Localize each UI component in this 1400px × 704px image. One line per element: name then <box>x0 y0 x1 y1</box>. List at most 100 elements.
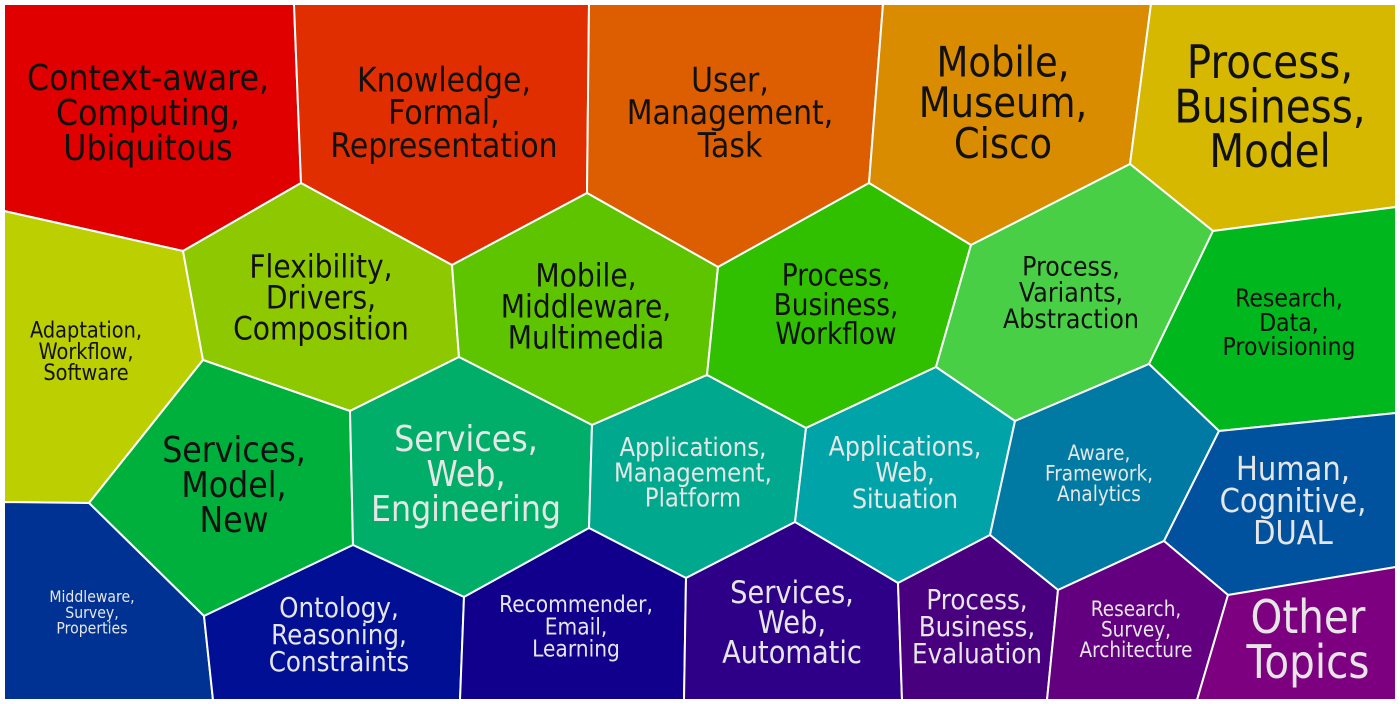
cell-process-variants: Process,Variants,Abstraction <box>935 163 1214 422</box>
cell-label: Process,Business,Model <box>1174 37 1365 179</box>
cell-region <box>1196 566 1397 701</box>
cell-label-line: Representation <box>330 125 557 165</box>
cell-label-line: Process, <box>1022 250 1120 282</box>
cell-label-line: Context-aware, <box>27 57 269 98</box>
cell-label-line: Analytics <box>1057 482 1141 506</box>
cell-label-line: Museum, <box>919 79 1087 128</box>
cell-label-line: Model, <box>181 464 286 505</box>
cell-label-line: Research, <box>1235 283 1343 313</box>
cell-label-line: DUAL <box>1253 514 1333 552</box>
cell-label: Context-aware,Computing,Ubiquitous <box>27 57 269 168</box>
cell-label-line: Model <box>1209 126 1330 179</box>
cell-label: Aware,Framework,Analytics <box>1045 441 1153 506</box>
cell-label-line: Mobile, <box>535 258 636 295</box>
cell-label-line: Process, <box>782 258 891 293</box>
cell-knowledge: Knowledge,Formal,Representation <box>293 3 590 266</box>
cell-label: Mobile,Museum,Cisco <box>919 38 1087 168</box>
cell-label: Services,Model,New <box>162 429 306 540</box>
cell-label-line: Process, <box>926 585 1027 617</box>
cell-label-line: Evaluation <box>912 639 1042 671</box>
cell-research-data: Research,Data,Provisioning <box>1148 206 1397 432</box>
cell-label: Services,Web,Automatic <box>722 574 862 670</box>
cell-label: Research,Data,Provisioning <box>1223 283 1356 361</box>
cell-label-line: Middleware, <box>501 289 671 326</box>
cell-label: Applications,Management,Platform <box>614 432 772 513</box>
cell-label-line: Framework, <box>1045 461 1153 485</box>
cell-label-line: Software <box>43 360 128 385</box>
cell-label-line: Management, <box>614 457 772 488</box>
cell-label-line: Formal, <box>388 92 499 132</box>
cell-human-cognitive: Human,Cognitive,DUAL <box>1163 412 1397 596</box>
cell-process-evaluation: Process,Business,Evaluation <box>897 534 1059 701</box>
cell-label-line: Computing, <box>56 92 240 133</box>
cell-label-line: Other <box>1251 592 1366 645</box>
cell-adaptation: Adaptation,Workflow,Software <box>3 210 204 504</box>
cell-applications-management: Applications,Management,Platform <box>588 374 807 579</box>
cell-label: Ontology,Reasoning,Constraints <box>269 593 410 679</box>
cell-label-line: Engineering <box>371 488 561 529</box>
cell-label-line: Mobile, <box>937 38 1070 87</box>
cell-label-line: Survey, <box>1101 617 1171 641</box>
cell-label-line: Provisioning <box>1223 332 1356 362</box>
cell-process-workflow: Process,Business,Workflow <box>706 182 972 429</box>
cell-user: User,Management,Task <box>586 3 884 268</box>
cell-label: Middleware,Survey,Properties <box>49 587 134 637</box>
cell-services-automatic: Services,Web,Automatic <box>683 521 903 701</box>
cell-label-line: Platform <box>645 482 741 513</box>
cell-flexibility: Flexibility,Drivers,Composition <box>182 182 460 412</box>
cell-label-line: Business, <box>774 287 899 322</box>
cell-label-line: Flexibility, <box>249 249 392 286</box>
cell-label-line: Multimedia <box>508 320 664 357</box>
cell-label-line: Business, <box>1174 81 1365 134</box>
cell-label-line: Process, <box>1187 37 1353 90</box>
cell-label-line: Properties <box>56 618 127 637</box>
cell-label-line: Ubiquitous <box>63 127 232 168</box>
cell-label-line: Services, <box>394 418 538 459</box>
cell-middleware-survey: Middleware,Survey,Properties <box>3 501 214 701</box>
cell-label-line: New <box>199 499 268 540</box>
cell-label-line: Applications, <box>620 432 767 463</box>
cell-label-line: Cognitive, <box>1220 482 1367 520</box>
cell-label: Process,Business,Evaluation <box>912 585 1042 671</box>
cell-label-line: Ontology, <box>279 593 399 625</box>
cell-label-line: Workflow <box>775 316 896 351</box>
cell-label-line: Business, <box>919 612 1035 644</box>
cell-label-line: Web, <box>758 604 826 640</box>
cell-label-line: Survey, <box>65 603 118 622</box>
cell-label-line: Constraints <box>269 647 410 679</box>
cell-label-line: Services, <box>730 574 854 610</box>
cell-label-line: Research, <box>1091 597 1182 621</box>
cell-label: Knowledge,Formal,Representation <box>330 59 557 165</box>
cell-label: Process,Variants,Abstraction <box>1003 250 1139 334</box>
cell-mobile-middleware: Mobile,Middleware,Multimedia <box>451 192 719 426</box>
cell-label: Applications,Web,Situation <box>829 430 982 514</box>
cell-label-line: Services, <box>162 429 306 470</box>
cell-label: Adaptation,Workflow,Software <box>30 317 142 385</box>
cell-label: Mobile,Middleware,Multimedia <box>501 258 671 357</box>
cell-ontology: Ontology,Reasoning,Constraints <box>203 544 465 701</box>
cell-label: Process,Business,Workflow <box>774 258 899 351</box>
cell-services-model: Services,Model,New <box>88 359 354 617</box>
cell-services-engineering: Services,Web,Engineering <box>349 356 593 598</box>
cell-label: Research,Survey,Architecture <box>1079 597 1192 662</box>
cell-label-line: Human, <box>1236 450 1350 488</box>
cell-label-line: Drivers, <box>266 280 376 317</box>
cell-label-line: Adaptation, <box>30 317 142 342</box>
cell-research-survey: Research,Survey,Architecture <box>1046 540 1229 701</box>
cell-label-line: Recommender, <box>499 592 653 619</box>
cell-label-line: Automatic <box>722 635 862 671</box>
cell-label-line: Middleware, <box>49 587 134 606</box>
cell-label-line: Aware, <box>1068 441 1131 465</box>
cell-label-line: Abstraction <box>1003 302 1139 334</box>
cell-label-line: Learning <box>532 636 620 663</box>
cell-label-line: Web, <box>426 453 505 494</box>
cell-process-model: Process,Business,Model <box>1129 3 1397 232</box>
cell-label-line: User, <box>691 59 769 99</box>
cell-label-line: Reasoning, <box>271 620 407 652</box>
cell-mobile-museum: Mobile,Museum,Cisco <box>868 3 1152 246</box>
cell-recommender: Recommender,Email,Learning <box>459 527 687 701</box>
cell-label: Human,Cognitive,DUAL <box>1220 450 1367 552</box>
